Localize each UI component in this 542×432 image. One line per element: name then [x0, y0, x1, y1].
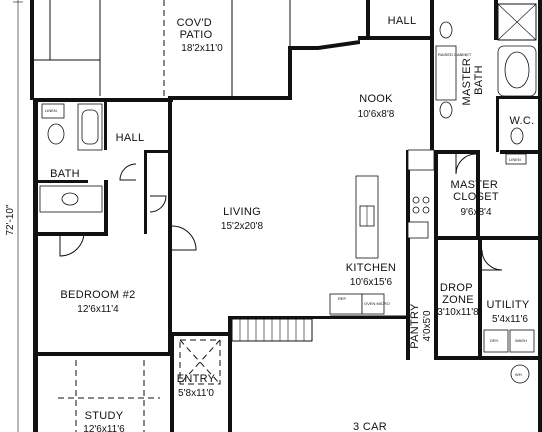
patio-outline: [34, 0, 291, 96]
linen-wc-label: LINEN: [509, 157, 521, 162]
master-closet-line1: MASTER: [451, 179, 499, 191]
master-closet-dims: 9'6x8'4: [460, 207, 492, 218]
garage-name: 3 CAR: [353, 421, 387, 432]
nook-dims: 10'6x8'8: [358, 109, 395, 120]
master-bath-name: MASTER BATH: [461, 55, 485, 106]
living-name: LIVING: [223, 206, 261, 218]
entry-ceiling-outline: [179, 339, 221, 385]
linen-left-label: LINEN: [45, 108, 57, 113]
bedroom2-dims: 12'6x11'4: [77, 304, 119, 315]
hall-top-name: HALL: [388, 15, 417, 27]
dryer-label: DRY.: [490, 338, 499, 343]
patio-name-line1: COV'D: [177, 17, 212, 29]
master-closet-line2: CLOSET: [453, 191, 499, 203]
left-bath-fixtures: LINEN: [39, 103, 103, 213]
walls: [30, 0, 542, 432]
raised-cabinet-label: RAISED CABINET: [438, 52, 472, 57]
overall-dimension-label: 72'-10": [5, 204, 16, 235]
drop-zone-line1: DROP: [440, 282, 473, 294]
living-dims: 15'2x20'8: [221, 221, 264, 232]
hall-left-name: HALL: [116, 132, 145, 144]
oven-label: OVEN MICRO: [364, 301, 390, 306]
drop-zone-line2: ZONE: [442, 294, 474, 306]
entry-name: ENTRY: [177, 373, 216, 385]
patio-dims: 18'2x11'0: [181, 43, 223, 54]
bath-name: BATH: [50, 168, 80, 180]
master-bath-line1: MASTER: [461, 58, 473, 106]
nook-name: NOOK: [359, 93, 393, 105]
overall-dimension-line: 72'-10": [5, 0, 23, 432]
master-closet-name: MASTER CLOSET: [451, 179, 502, 203]
doors: [59, 153, 503, 271]
stairs: [231, 318, 313, 342]
entry-dims: 5'8x11'0: [178, 388, 214, 399]
kitchen-name: KITCHEN: [346, 262, 396, 274]
wc-name: W.C.: [509, 115, 534, 127]
refrigerator-label: REF.: [338, 296, 347, 301]
room-labels: COV'D PATIO 18'2x11'0 HALL NOOK 10'6x8'8…: [50, 15, 534, 432]
patio-name: COV'D PATIO: [177, 17, 216, 41]
study-name: STUDY: [85, 410, 124, 422]
pantry-dims: 4'0x5'0: [422, 310, 433, 342]
patio-name-line2: PATIO: [180, 29, 213, 41]
study-dims: 12'6x11'6: [83, 424, 125, 432]
utility-fixtures: DRY. WASH WH: [483, 329, 535, 384]
study-ceiling-outline: [58, 360, 160, 432]
kitchen-fixtures: REF. OVEN MICRO: [329, 149, 435, 317]
utility-dims: 5'4x11'6: [492, 314, 528, 325]
bedroom2-name: BEDROOM #2: [60, 289, 135, 301]
master-bath-line2: BATH: [473, 65, 485, 95]
utility-name: UTILITY: [486, 299, 529, 311]
kitchen-dims: 10'6x15'6: [350, 277, 393, 288]
master-bath-fixtures: RAISED CABINET LINEN: [435, 3, 537, 165]
water-heater-label: WH: [515, 372, 522, 377]
drop-zone-dims: 3'10x11'8: [437, 307, 479, 318]
drop-zone-name: DROP ZONE: [440, 282, 476, 306]
pantry-name: PANTRY: [409, 303, 421, 349]
washer-label: WASH: [515, 338, 527, 343]
